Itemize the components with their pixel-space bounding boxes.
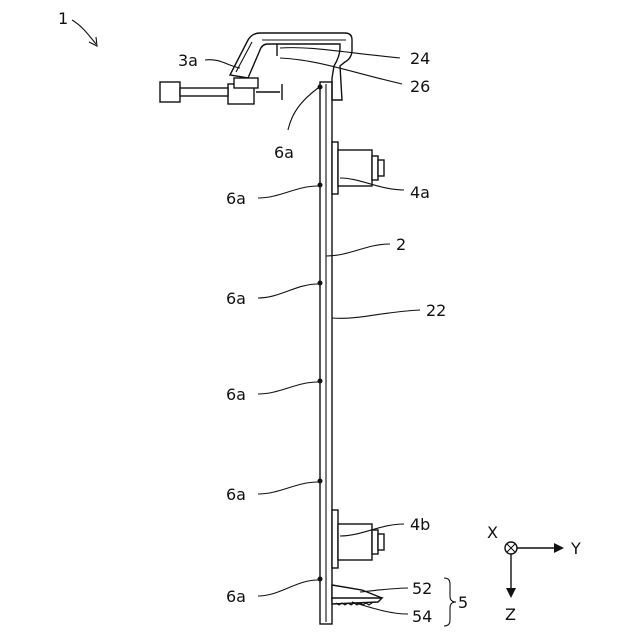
label-pin-top: 6a: [274, 143, 294, 162]
z-axis-arrow-head: [506, 588, 516, 598]
label-pin-4: 6a: [226, 485, 246, 504]
figure-arrow-line: [72, 20, 96, 44]
part-labels: 3a 24 26 6a 6a 4a 2 6a 22 6a 6a 4b 6a 52…: [178, 49, 468, 626]
knob-4b-housing: [338, 524, 372, 560]
pin-dot: [318, 183, 323, 188]
knob-assembly-4a: [332, 142, 384, 194]
label-knob-lower: 4b: [410, 515, 430, 534]
foot-assembly: [332, 585, 382, 605]
knob-4b-screw: [378, 534, 384, 550]
axis-label-x: X: [487, 523, 498, 542]
leader-lines: [205, 48, 420, 614]
leader-3a: [205, 60, 240, 68]
clamp-handle-knob: [160, 82, 180, 102]
figure-arrow-head: [89, 37, 97, 46]
leader-52: [360, 588, 408, 592]
leader-6a-2: [258, 284, 318, 298]
knob-4a-cap: [372, 156, 378, 180]
pin-dot: [318, 281, 323, 286]
label-clamp: 3a: [178, 51, 198, 70]
label-knob-upper: 4a: [410, 183, 430, 202]
label-rail-face: 22: [426, 301, 446, 320]
label-rail: 2: [396, 235, 406, 254]
figure-number: 1: [58, 9, 68, 28]
group-brace: [444, 578, 456, 626]
pin-dot: [318, 577, 323, 582]
label-pin-1: 6a: [226, 189, 246, 208]
rail: [320, 82, 332, 624]
leader-6a-3: [258, 382, 318, 394]
pin-dot: [318, 479, 323, 484]
leader-22: [332, 310, 420, 318]
label-clamp-arm: 24: [410, 49, 430, 68]
leader-6a-top: [288, 88, 318, 130]
label-pin-5: 6a: [226, 587, 246, 606]
leader-6a-1: [258, 186, 318, 198]
label-clamp-lip: 26: [410, 77, 430, 96]
label-pin-2: 6a: [226, 289, 246, 308]
figure-label-1: 1: [58, 9, 97, 46]
leader-2: [326, 244, 390, 256]
label-pin-3: 6a: [226, 385, 246, 404]
axis-label-z: Z: [505, 605, 516, 624]
clamp-screw-shaft: [180, 88, 228, 96]
label-foot-lower: 54: [412, 607, 432, 626]
knob-4a-screw: [378, 160, 384, 176]
label-foot-upper: 52: [412, 579, 432, 598]
knob-assembly-4b: [332, 510, 384, 568]
pin-dot: [318, 85, 323, 90]
knob-4a-housing: [338, 150, 372, 186]
leader-6a-5: [258, 580, 318, 596]
axis-label-y: Y: [570, 539, 581, 558]
knob-4a-plate: [332, 142, 338, 194]
foot-teeth: [336, 603, 372, 605]
label-foot-group: 5: [458, 593, 468, 612]
y-axis-arrow-head: [554, 543, 564, 553]
knob-4b-cap: [372, 530, 378, 554]
knob-4b-plate: [332, 510, 338, 568]
clamp-jaw: [234, 78, 258, 88]
axis-indicator: X Y Z: [487, 523, 581, 624]
leader-6a-4: [258, 482, 318, 494]
pin-dot: [318, 379, 323, 384]
